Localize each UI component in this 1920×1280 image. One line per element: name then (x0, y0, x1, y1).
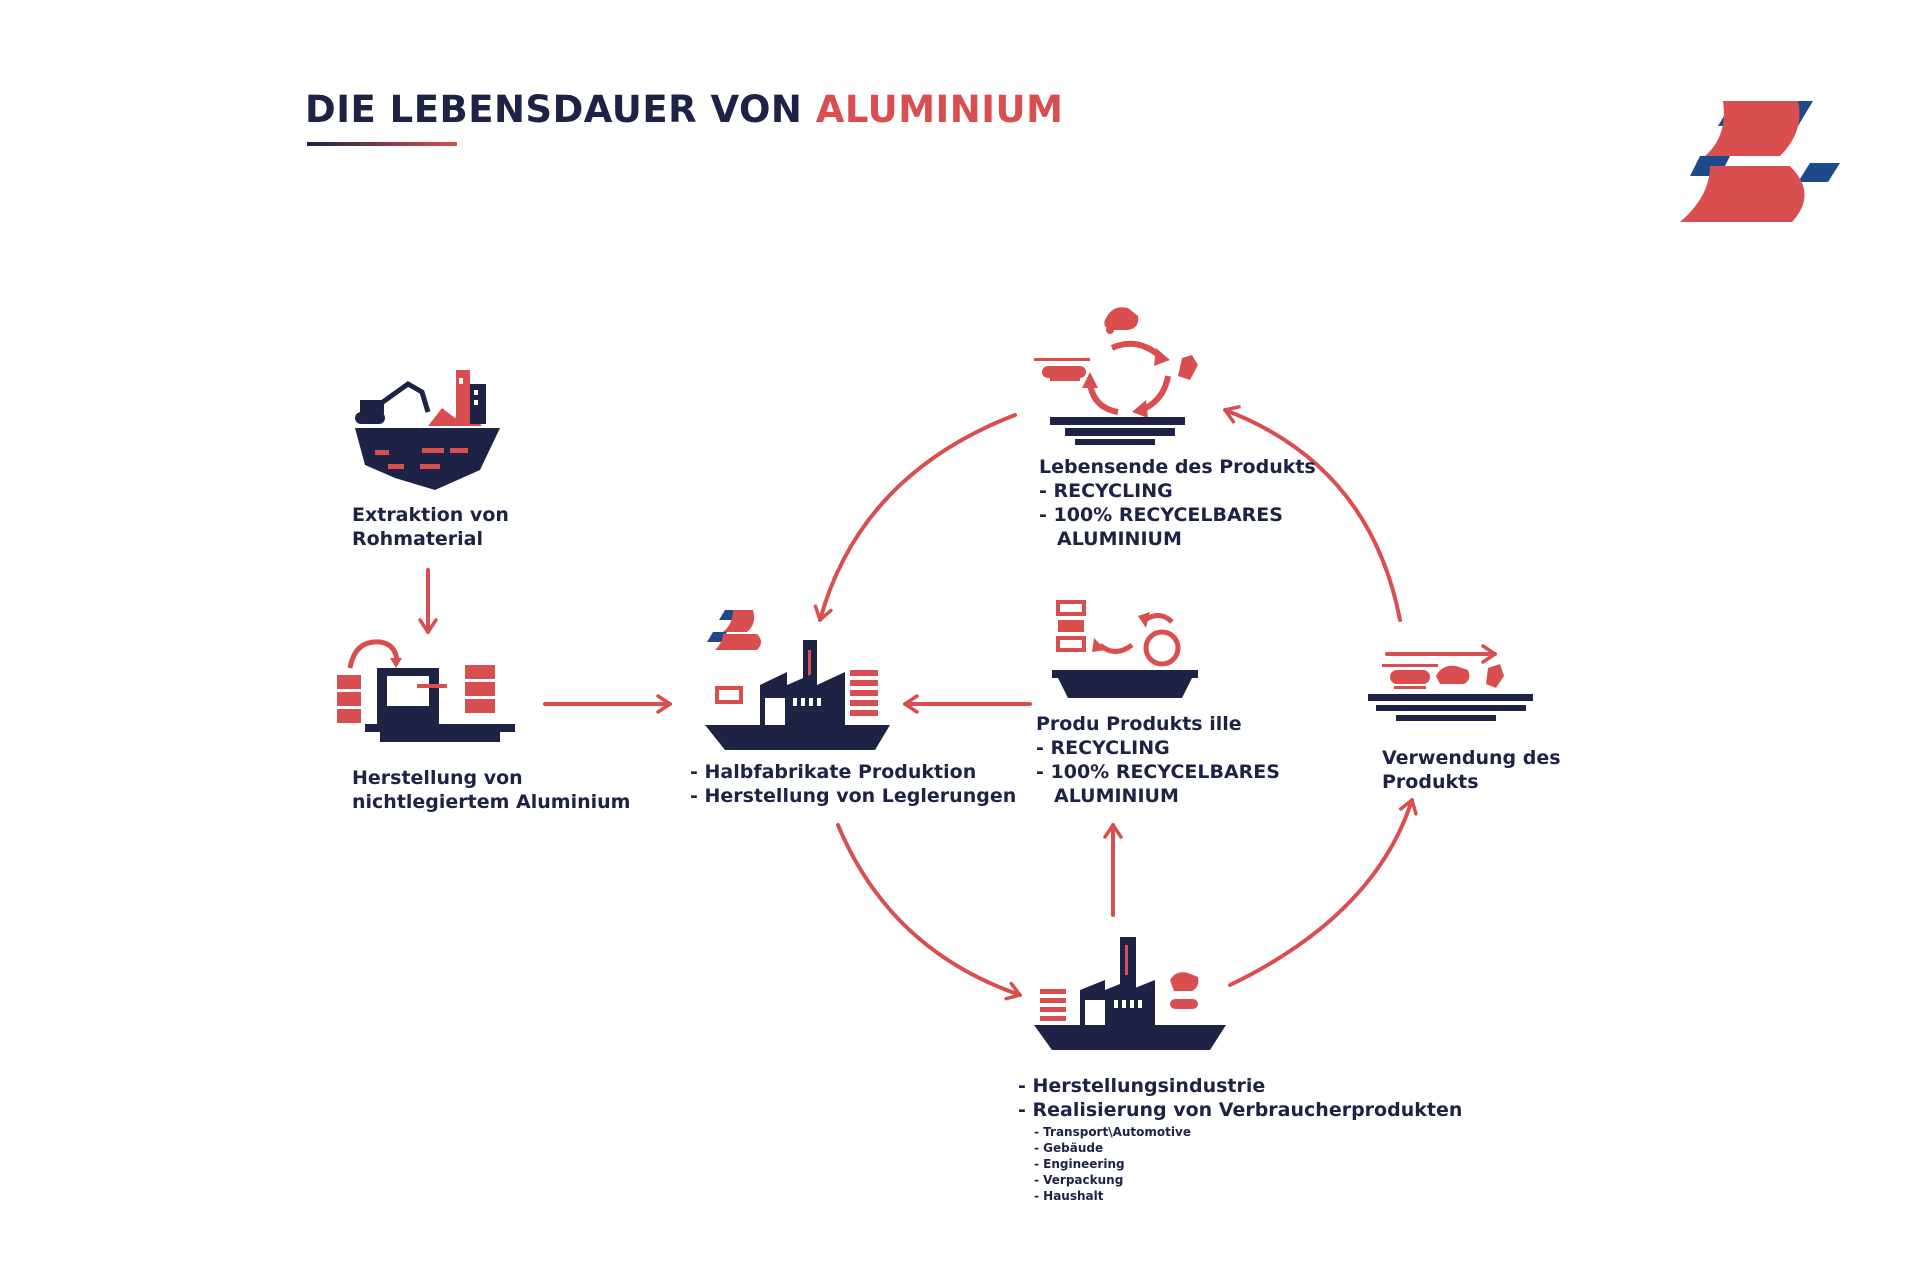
label-end-of-life: Lebensende des Produkts - RECYCLING - 10… (1039, 456, 1316, 550)
sector-item: - Transport\Automotive (1034, 1125, 1191, 1139)
aluminium-logo-icon (1680, 101, 1840, 222)
arrow-eol-to-semifinished (813, 413, 1017, 622)
manufacturing-sectors: - Transport\Automotive - Gebäude - Engin… (1034, 1124, 1191, 1204)
label-extraction: Extraktion von Rohmaterial (352, 504, 509, 550)
manufacturing-plant-icon (1034, 937, 1226, 1050)
arrow-semifinished-to-manufacturing (836, 823, 1022, 1001)
label-semifinished: - Halbfabrikate Produktion - Herstellung… (690, 761, 1017, 807)
page-title: DIE LEBENSDAUER VON ALUMINIUM (305, 88, 1063, 131)
arrow-manufacturing-to-use (1228, 798, 1418, 987)
recycling-cycle-icon (1034, 307, 1198, 445)
smelter-icon (337, 639, 515, 742)
label-production-scrap: Produ Produkts ille - RECYCLING - 100% R… (1036, 713, 1280, 807)
factory-icon (705, 610, 890, 750)
sector-item: - Haushalt (1034, 1189, 1104, 1203)
label-use: Verwendung des Produkts (1382, 747, 1561, 793)
title-accent: ALUMINIUM (815, 88, 1064, 131)
sector-item: - Gebäude (1034, 1141, 1104, 1155)
scrap-recycling-icon (1052, 600, 1198, 698)
title-underline (307, 142, 457, 146)
label-unalloyed: Herstellung von nichtlegiertem Aluminium (352, 767, 631, 813)
mine-excavator-icon (355, 370, 500, 490)
arrow-use-to-eol (1223, 405, 1402, 622)
title-main: DIE LEBENSDAUER VON (305, 88, 803, 131)
label-manufacturing: - Herstellungsindustrie - Realisierung v… (1018, 1075, 1463, 1121)
vehicles-icon (1368, 664, 1533, 721)
sector-item: - Engineering (1034, 1157, 1125, 1171)
sector-item: - Verpackung (1034, 1173, 1124, 1187)
